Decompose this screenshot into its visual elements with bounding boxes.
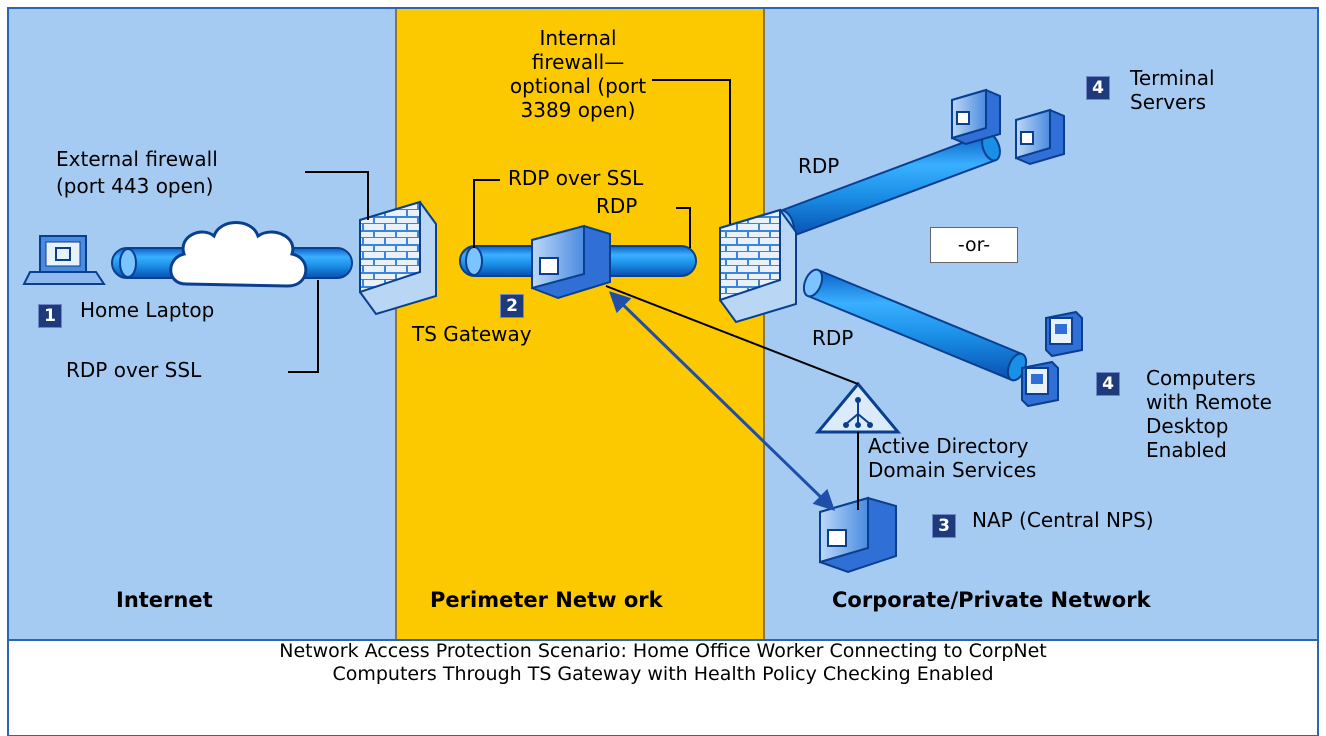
remote-desktop-label-line: Desktop [1146,414,1229,438]
internet-zone-title: Internet [116,588,213,612]
remote-desktop-computer-icon [1045,310,1083,358]
rdp-remote-label: RDP [812,326,854,350]
terminal-servers-label-line: Terminal [1130,66,1215,90]
internal-firewall-label-line: 3389 open) [520,98,636,122]
terminal-server-icon [951,88,1001,146]
nap-label: NAP (Central NPS) [972,508,1154,532]
terminal-servers-label: Terminal Servers [1130,66,1215,114]
step-2-badge: 2 [500,294,524,318]
internal-firewall-icon [719,208,797,324]
internal-firewall-label-line: firewall— [531,50,625,74]
remote-desktop-label-line: with Remote [1146,390,1272,414]
gateway-nap-arrow [608,291,836,511]
external-firewall-icon [359,200,437,316]
step-1-badge: 1 [38,304,62,328]
remote-desktop-label: Computers with Remote Desktop Enabled [1146,366,1272,462]
step-3-badge: 3 [932,514,956,538]
rdp-over-ssl-gateway-label: RDP over SSL [508,166,644,190]
rdp-terminal-label: RDP [798,154,840,178]
diagram-caption: Network Access Protection Scenario: Home… [0,640,1326,686]
perimeter-zone-title: Perimeter Netw ork [430,588,663,612]
ts-gateway-server-icon [531,224,611,300]
internal-firewall-label-line: optional (port [509,74,647,98]
home-laptop-label: Home Laptop [80,298,215,322]
internet-cloud-icon [169,221,308,288]
remote-desktop-label-line: Enabled [1146,438,1227,462]
home-laptop-icon [22,235,106,285]
nap-server-icon [819,496,897,574]
external-firewall-label-line: External firewall [56,147,218,171]
or-separator: -or- [930,227,1018,263]
pipe-remote-desktop [802,268,1028,382]
internal-firewall-label-line: Internal [539,26,617,50]
external-firewall-label: External firewall (port 443 open) [56,146,218,200]
step-4-remote-badge: 4 [1096,372,1120,396]
corporate-zone-title: Corporate/Private Network [832,588,1151,612]
step-4-terminal-badge: 4 [1086,76,1110,100]
active-directory-label-line: Domain Services [868,458,1037,482]
internal-firewall-label: Internal firewall— optional (port 3389 o… [508,26,648,122]
remote-desktop-computer-icon [1021,360,1059,408]
terminal-server-icon [1015,108,1065,166]
active-directory-label: Active Directory Domain Services [868,434,1036,482]
ts-gateway-label: TS Gateway [412,322,532,346]
rdp-gateway-label: RDP [596,194,638,218]
caption-line: Network Access Protection Scenario: Home… [279,640,1047,662]
active-directory-label-line: Active Directory [868,434,1029,458]
caption-line: Computers Through TS Gateway with Health… [332,663,994,685]
caption-border [7,639,1319,736]
internet-zone [8,8,396,640]
rdp-over-ssl-label: RDP over SSL [66,358,202,382]
external-firewall-label-line: (port 443 open) [56,174,214,198]
terminal-servers-label-line: Servers [1130,90,1207,114]
remote-desktop-label-line: Computers [1146,366,1256,390]
